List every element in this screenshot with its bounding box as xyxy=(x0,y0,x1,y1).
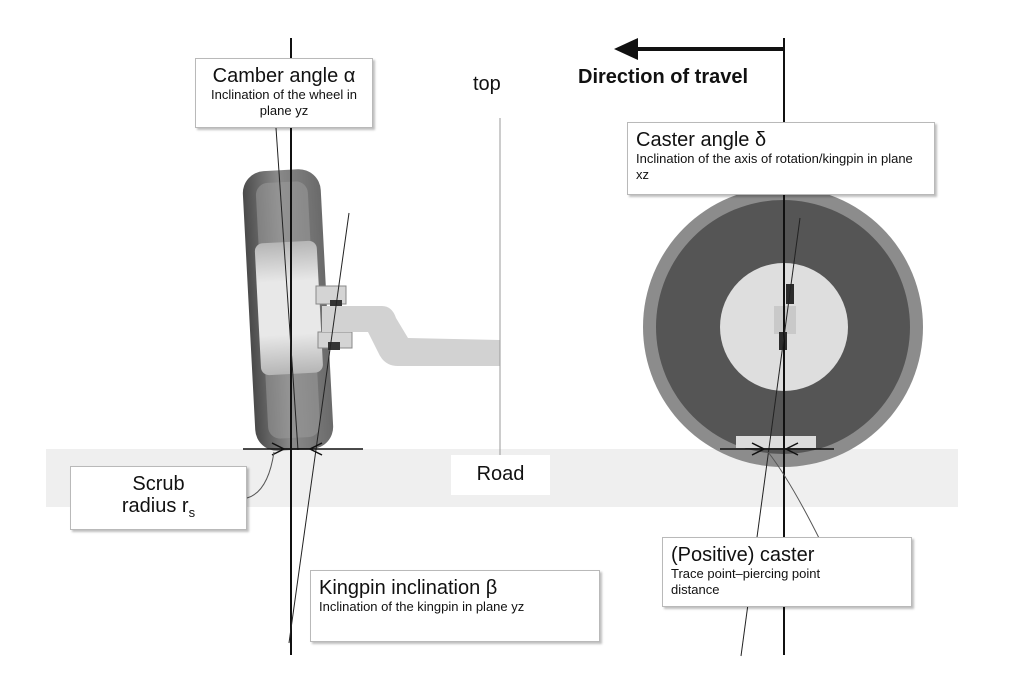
scrub-line2: radius rs xyxy=(121,495,196,520)
kingpin-desc: Inclination of the kingpin in plane yz xyxy=(319,599,525,614)
direction-arrow xyxy=(614,38,784,60)
direction-of-travel-label: Direction of travel xyxy=(578,66,749,88)
kingpin-line xyxy=(288,212,350,644)
camber-desc: Inclination of the wheel in plane yz xyxy=(211,87,357,118)
caster-dimension xyxy=(720,442,834,456)
caster-leader xyxy=(767,451,821,541)
scrub-radius-dimension xyxy=(243,442,363,456)
positive-caster-box: (Positive) caster Trace point–piercing p… xyxy=(662,537,912,607)
suspension-arm xyxy=(315,285,500,366)
road-label: Road xyxy=(451,455,550,495)
scrub-line1: Scrub xyxy=(132,473,185,495)
road-text: Road xyxy=(476,463,525,485)
camber-line xyxy=(275,127,299,451)
positive-caster-desc: Trace point–piercing point distance xyxy=(671,566,821,597)
kingpin-inclination-box: Kingpin inclination β Inclination of the… xyxy=(310,570,600,642)
wheel-hub xyxy=(254,240,323,376)
camber-angle-box: Camber angle α Inclination of the wheel … xyxy=(195,58,373,128)
caster-angle-title: Caster angle δ xyxy=(636,129,767,151)
camber-title: Camber angle α xyxy=(212,65,356,87)
top-label: top xyxy=(473,73,501,95)
kingpin-title: Kingpin inclination β xyxy=(319,577,498,599)
scrub-radius-box: Scrub radius rs xyxy=(70,466,247,530)
positive-caster-title: (Positive) caster xyxy=(671,544,815,566)
scrub-leader xyxy=(246,451,275,499)
caster-angle-desc: Inclination of the axis of rotation/king… xyxy=(636,151,913,182)
caster-angle-box: Caster angle δ Inclination of the axis o… xyxy=(627,122,935,195)
